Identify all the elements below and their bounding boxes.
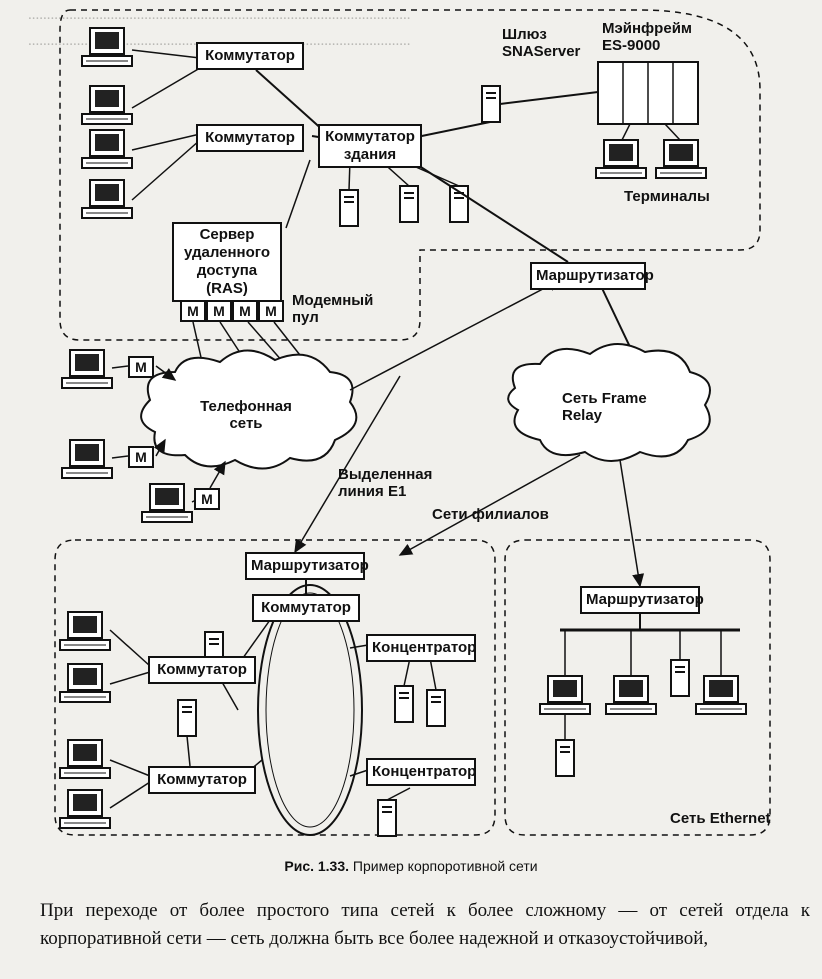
server-icon [555,739,575,777]
server-icon [426,689,446,727]
switch-box: Коммутатор [148,766,256,794]
modem-icon: M [128,356,154,378]
leased-line-label: Выделенная линия E1 [338,466,433,500]
modem-icon: M [206,300,232,322]
branch-networks-label: Сети филиалов [432,506,549,523]
body-paragraph: При переходе от более простого типа сете… [40,900,810,949]
mainframe-icon [597,61,699,125]
pc-icon [539,675,591,715]
branch-right-boundary [504,539,771,836]
hq-boundary [59,9,761,341]
switch-box: Коммутатор [196,124,304,152]
pc-icon [81,27,133,67]
pc-icon [59,611,111,651]
frame-relay-cloud [507,343,711,462]
pc-icon [81,85,133,125]
terminal-icon-1 [595,139,647,179]
hub-box: Концентратор [366,758,476,786]
frame-relay-label: Сеть Frame Relay [562,390,647,424]
modem-icon: M [258,300,284,322]
router-box: Маршрутизатор [530,262,654,290]
figure-caption: Рис. 1.33. Пример корпоротивной сети [0,858,822,874]
pc-icon [59,663,111,703]
router-box: Маршрутизатор [245,552,369,580]
gateway-server-icon [481,85,501,123]
modem-icon: M [128,446,154,468]
building-switch-box: Коммутатор здания [318,124,422,168]
phone-network-cloud [140,349,358,470]
pc-icon [605,675,657,715]
pc-icon [59,739,111,779]
server-icon [339,189,359,227]
pc-icon [695,675,747,715]
hub-box: Концентратор [366,634,476,662]
pc-icon [61,349,113,389]
pc-icon [141,483,193,523]
pc-icon [59,789,111,829]
backbone-ring-icon [257,584,363,836]
phone-network-label: Телефонная сеть [200,398,292,432]
switch-box: Коммутатор [252,594,360,622]
server-icon [670,659,690,697]
server-icon [377,799,397,837]
router-box: Маршрутизатор [580,586,704,614]
modem-pool-label: Модемный пул [292,292,374,326]
modem-icon: M [194,488,220,510]
mainframe-label: Мэйнфрейм ES-9000 [602,20,693,54]
branch-left-boundary [54,539,496,836]
ethernet-label: Сеть Ethernet [670,810,771,827]
modem-icon: M [232,300,258,322]
server-icon [399,185,419,223]
pc-icon [81,129,133,169]
ras-box: Сервер удаленного доступа (RAS) [172,222,282,302]
switch-box: Коммутатор [148,656,256,684]
terminal-icon-2 [655,139,707,179]
server-icon [177,699,197,737]
terminals-label: Терминалы [624,188,710,205]
switch-box: Коммутатор [196,42,304,70]
modem-icon: M [180,300,206,322]
pc-icon [61,439,113,479]
server-icon [394,685,414,723]
caption-text: Пример корпоротивной сети [352,858,538,874]
pc-icon [81,179,133,219]
gateway-label: Шлюз SNAServer [502,26,581,60]
caption-number: Рис. 1.33. [284,858,350,874]
